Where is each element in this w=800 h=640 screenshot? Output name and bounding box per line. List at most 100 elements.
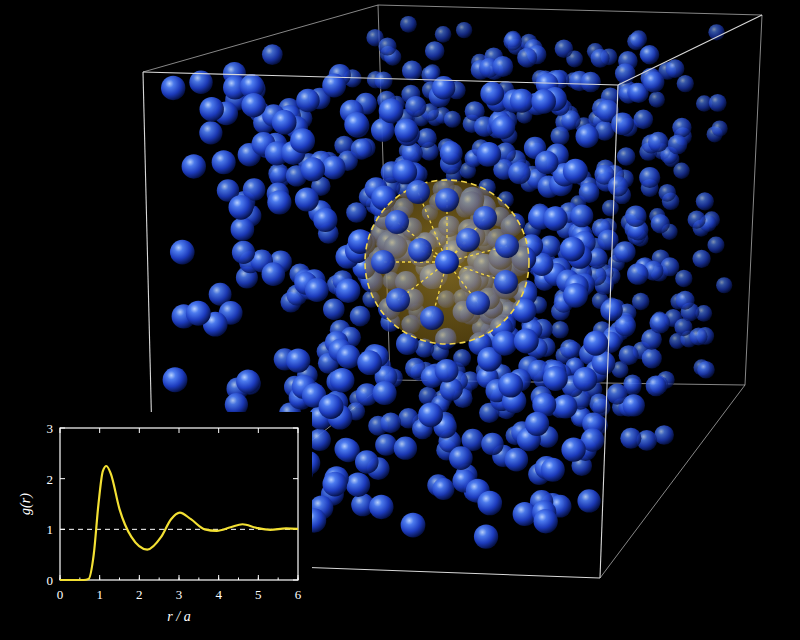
particle: [432, 478, 454, 500]
particle: [651, 214, 670, 233]
particle: [425, 41, 445, 61]
particle: [272, 110, 297, 135]
particle: [525, 412, 549, 436]
particle: [319, 394, 344, 419]
particle: [535, 151, 559, 175]
particle: [491, 115, 515, 139]
particle: [649, 313, 670, 334]
particle: [346, 473, 370, 497]
box-edge: [745, 15, 762, 385]
particle: [378, 37, 396, 55]
particle: [444, 111, 461, 128]
axis-tick: [179, 575, 180, 580]
particle: [170, 240, 195, 265]
box-edge: [600, 85, 618, 578]
particle: [231, 217, 255, 241]
axis-tick: [179, 578, 180, 581]
particle: [672, 118, 691, 137]
particle: [580, 72, 600, 92]
axis-tick: [258, 428, 259, 433]
particle: [620, 428, 641, 449]
axis-tick: [258, 575, 259, 580]
particle: [543, 206, 568, 231]
rdf-inset: [0, 412, 312, 640]
particle: [543, 366, 568, 391]
particle: [477, 491, 502, 516]
particle: [417, 128, 437, 148]
tick-label: 6: [295, 588, 302, 601]
particle: [163, 367, 188, 392]
axis-title: g(r): [19, 493, 33, 515]
particle: [241, 93, 265, 117]
particle: [322, 472, 347, 497]
particle: [617, 147, 636, 166]
particle: [560, 339, 579, 358]
particle: [401, 513, 426, 538]
particle: [627, 263, 649, 285]
particle: [267, 190, 291, 214]
particle: [330, 368, 355, 393]
shell-sphere: [365, 180, 529, 344]
particle: [405, 96, 426, 117]
particle: [531, 89, 556, 114]
particle: [654, 425, 674, 445]
axis-tick: [293, 478, 298, 479]
particle: [477, 142, 502, 167]
particle: [498, 373, 523, 398]
inset-ground: [0, 412, 312, 640]
particle: [634, 110, 654, 130]
particle: [675, 270, 692, 287]
axis-tick: [99, 575, 100, 580]
particle: [369, 495, 394, 520]
particle: [563, 159, 588, 184]
neighbour-particle: [408, 238, 432, 262]
particle: [639, 167, 660, 188]
particle: [200, 97, 224, 121]
particle: [570, 204, 593, 227]
axis-tick: [293, 580, 298, 581]
particle: [456, 22, 472, 38]
box-edge: [143, 72, 618, 85]
axis-tick: [60, 478, 65, 479]
tick-label: 3: [176, 588, 183, 601]
particle: [182, 154, 206, 178]
axis-tick: [99, 428, 100, 433]
axis-tick: [218, 578, 219, 581]
particle: [708, 24, 724, 40]
particle: [648, 132, 668, 152]
neighbour-particle: [495, 234, 519, 258]
particle: [642, 348, 662, 368]
particle: [199, 121, 222, 144]
axis-tick: [198, 578, 199, 581]
particle: [296, 89, 320, 113]
particle: [696, 192, 714, 210]
particle: [711, 120, 727, 136]
particle: [640, 45, 659, 64]
particle: [492, 56, 513, 77]
particle: [232, 241, 255, 264]
tick-label: 1: [96, 588, 103, 601]
particle: [435, 359, 459, 383]
particle: [379, 98, 404, 123]
particle: [394, 437, 417, 460]
axis-tick: [218, 575, 219, 580]
particle: [583, 331, 608, 356]
axis-tick: [139, 575, 140, 580]
axis-tick: [139, 578, 140, 581]
axis-tick: [298, 428, 299, 433]
neighbour-particle: [386, 288, 410, 312]
axis-tick: [99, 578, 100, 581]
particle: [351, 138, 372, 159]
box-edge: [600, 385, 745, 578]
neighbour-particle: [466, 291, 490, 315]
particle: [357, 350, 382, 375]
axis-tick: [258, 578, 259, 581]
particle: [375, 434, 397, 456]
particle: [400, 16, 417, 33]
neighbour-particle: [435, 188, 459, 212]
particle: [186, 301, 211, 326]
particle: [344, 112, 369, 137]
axis-tick: [218, 428, 219, 433]
particle: [716, 277, 732, 293]
particle: [212, 150, 236, 174]
